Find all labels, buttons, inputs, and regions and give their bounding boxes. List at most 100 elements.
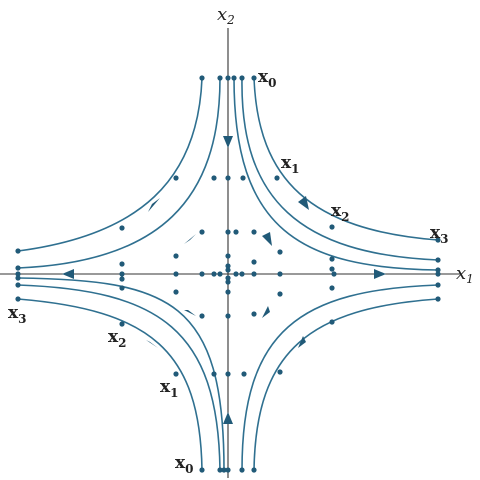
point [231,75,237,81]
point [329,224,335,230]
x1-axis-label: x1 [456,263,474,286]
point [211,271,217,277]
point [435,237,441,243]
point [277,291,283,297]
point [251,229,257,235]
point [329,266,335,272]
point [225,467,231,473]
trajectory-ll-outer [17,298,203,471]
point [211,371,217,377]
point [199,313,205,319]
point [119,285,125,291]
label-ll-x1: x1 [160,377,179,400]
label-ur-x0: x0 [258,67,277,90]
label-ll-x2: x2 [108,327,127,350]
point [239,75,245,81]
point [240,175,246,181]
arrow-ul-outer [148,198,160,212]
point [173,371,179,377]
point [329,285,335,291]
point [225,371,231,377]
point [225,289,231,295]
point [221,467,227,473]
point [239,271,245,277]
trajectory-ul-middle [17,77,221,269]
point [211,175,217,181]
point [15,271,21,277]
point [239,467,245,473]
point [15,248,21,254]
point [173,253,179,259]
trajectory-ll-inner [17,277,225,471]
arrow-ul-middle [184,234,196,244]
point [199,271,205,277]
point [241,371,247,377]
point [217,75,223,81]
point [199,229,205,235]
arrow-ll-middle [184,310,196,316]
point [199,75,205,81]
point [119,261,125,267]
point [119,271,125,277]
point [331,271,337,277]
trajectory-ll-middle [17,284,221,471]
point [435,267,441,273]
label-ur-x1: x1 [281,153,300,176]
point [225,267,231,273]
point [225,313,231,319]
point [277,271,283,277]
point [119,225,125,231]
point [217,271,223,277]
point [435,257,441,263]
point [251,271,257,277]
arrow-v-up [223,412,233,424]
point [435,296,441,302]
point [329,256,335,262]
arrow-ll-outer [146,340,158,348]
arrow-lr-middle [262,306,270,318]
point [251,75,257,81]
point [15,265,21,271]
point [225,263,231,269]
point [225,279,231,285]
point [225,229,231,235]
point [274,175,280,181]
point [277,369,283,375]
point [251,259,257,265]
arrow-h-left [62,269,74,279]
point [225,275,231,281]
label-ll-x0: x0 [175,453,194,476]
point [435,271,441,277]
arrow-v-down [223,136,233,148]
point [251,467,257,473]
point [173,175,179,181]
x2-axis-label: x2 [217,4,235,27]
point [119,321,125,327]
point [435,282,441,288]
point [199,467,205,473]
arrow-h-right [374,269,386,279]
point [173,289,179,295]
point [233,229,239,235]
point [225,253,231,259]
point [15,282,21,288]
point [217,467,223,473]
point [251,311,257,317]
point [119,276,125,282]
label-ur-x3: x3 [430,223,449,246]
point [329,319,335,325]
label-ll-x3: x3 [8,303,27,326]
arrow-ur-middle [262,232,272,246]
point [233,271,239,277]
trajectory-ur-middle [241,77,439,261]
arrow-ur-outer [298,196,309,210]
arrow-lr-outer [298,336,306,348]
trajectory-lr-outer [253,298,439,471]
point [15,275,21,281]
label-ur-x2: x2 [331,201,350,224]
point [173,271,179,277]
point [225,75,231,81]
trajectory-lr-middle [241,284,439,471]
